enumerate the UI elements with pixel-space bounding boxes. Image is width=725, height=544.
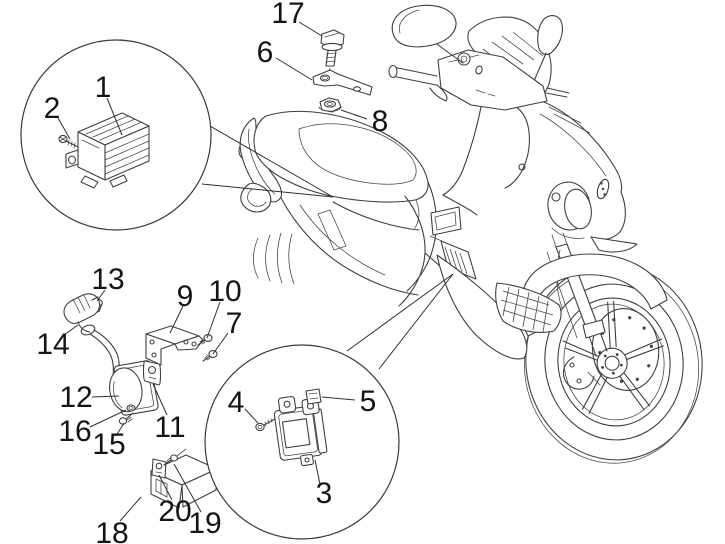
handlebar (388, 49, 570, 111)
part-17-flange-bolt (320, 29, 345, 78)
part-label-15: 15 (92, 428, 125, 461)
left-mirror (391, 4, 457, 48)
lower-cowl (436, 254, 528, 360)
vent-slats (440, 240, 477, 280)
part-label-14: 14 (36, 328, 69, 361)
part-label-7: 7 (226, 307, 243, 340)
seat-bracket-parts (312, 29, 373, 113)
part-label-18: 18 (95, 517, 128, 544)
floorboard-tunnel (332, 195, 536, 328)
headlight (547, 181, 592, 239)
part-1-voltage-regulator (65, 112, 150, 189)
callout-wedge-cdi (346, 273, 454, 370)
front-fairing (442, 97, 623, 216)
callout-wedge-regulator (201, 125, 334, 198)
part-4-screw (255, 418, 276, 432)
part-label-10: 10 (208, 275, 241, 308)
nose-and-chin (590, 191, 638, 253)
brake-disc (591, 308, 660, 391)
part-16-washer (126, 404, 136, 412)
part-19-screw (163, 448, 187, 466)
left-grip (391, 66, 438, 86)
part-9-bracket (145, 325, 204, 366)
tire-inner (544, 283, 684, 441)
part-5-clip (305, 388, 322, 405)
rear-wheel-hint-lines (253, 232, 295, 285)
part-label-19: 19 (188, 507, 221, 540)
part-label-16: 16 (58, 415, 91, 448)
part-label-5: 5 (360, 385, 377, 418)
right-mirror (537, 15, 563, 56)
part-label-2: 2 (44, 92, 61, 125)
scooter-drawing (238, 4, 703, 464)
part-14-spark-plug-cap (63, 293, 101, 336)
seat-and-tail (238, 110, 429, 229)
hub-bolts (601, 353, 623, 375)
indicator-vent (596, 178, 610, 200)
seat (253, 110, 429, 203)
under-seat-body (253, 181, 437, 296)
left-brake-lever (429, 84, 448, 102)
part-8-nut (318, 97, 342, 113)
part-20-clip (151, 458, 167, 479)
side-grille (495, 282, 562, 333)
part-label-17: 17 (271, 0, 304, 30)
part-6-bracket (312, 69, 373, 96)
part-12-ignition-coil (109, 360, 159, 416)
part-label-11: 11 (154, 411, 185, 444)
part-11-clamp (142, 360, 162, 386)
part-3-cdi-unit (273, 396, 328, 467)
right-brake-lever (545, 87, 570, 98)
part-label-8: 8 (372, 105, 389, 138)
ignition-coil-parts (63, 293, 218, 425)
electrical-compartment (430, 206, 462, 236)
part-2-screw (58, 134, 79, 149)
part-label-12: 12 (59, 381, 92, 414)
rim-outer (557, 297, 671, 427)
regulator-parts (58, 112, 150, 189)
part-label-3: 3 (316, 477, 333, 510)
part-label-4: 4 (228, 386, 245, 419)
brake-caliper (562, 356, 601, 390)
part-number-labels: 1 2 3 4 5 6 7 8 9 10 11 12 13 14 15 16 1… (36, 0, 388, 544)
mirror-mount (457, 52, 471, 66)
part-label-9: 9 (177, 280, 194, 313)
part-label-1: 1 (95, 71, 112, 104)
cdi-parts (255, 388, 328, 467)
wheel-spokes (562, 301, 664, 414)
part-label-13: 13 (91, 263, 124, 296)
leader-lines (57, 21, 368, 522)
front-fork (546, 232, 608, 357)
part-label-6: 6 (257, 36, 274, 69)
mirrors (391, 4, 563, 80)
part-label-20: 20 (158, 495, 191, 528)
